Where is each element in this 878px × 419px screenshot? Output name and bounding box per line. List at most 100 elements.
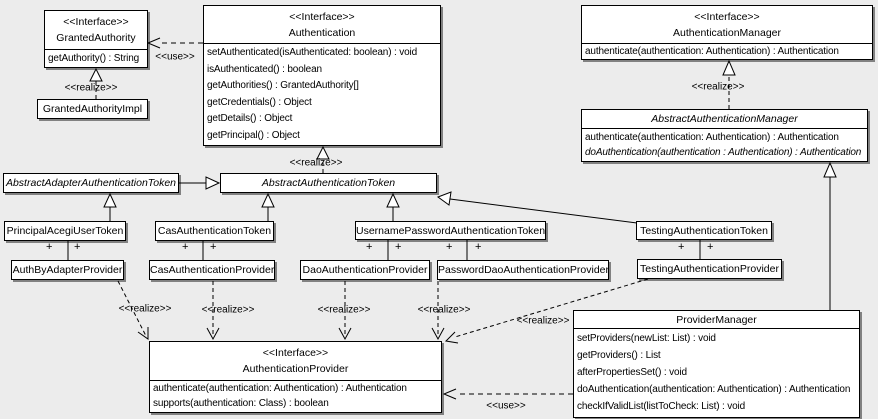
class-header: AbstractAuthenticationManager	[582, 110, 867, 129]
class-username-password-authentication-token: UsernamePasswordAuthenticationToken	[355, 221, 546, 240]
association-end-label: +	[46, 241, 53, 253]
class-header: <<Interface>> GrantedAuthority	[45, 11, 147, 50]
edge-label-realize: <<realize>>	[201, 304, 255, 316]
edge-label-realize: <<realize>>	[118, 303, 172, 315]
class-provider-manager: ProviderManager setProviders(newList: Li…	[573, 310, 860, 418]
class-name: PasswordDaoAuthenticationProvider	[438, 264, 609, 276]
method: authenticate(authentication: Authenticat…	[153, 383, 407, 395]
class-name: GrantedAuthority	[56, 32, 136, 44]
edge-label-realize: <<realize>>	[64, 82, 118, 94]
class-testing-authentication-token: TestingAuthenticationToken	[636, 221, 772, 240]
association-end-label: +	[366, 241, 373, 253]
class-name: CasAuthenticationToken	[157, 225, 272, 237]
class-header: <<Interface>> Authentication	[204, 6, 440, 44]
method: authenticate(authentication: Authenticat…	[585, 45, 839, 57]
class-name: AbstractAuthenticationManager	[651, 113, 798, 125]
class-granted-authority: <<Interface>> GrantedAuthority getAuthor…	[44, 10, 148, 68]
class-name: UsernamePasswordAuthenticationToken	[356, 224, 546, 237]
stereotype-label: <<Interface>>	[262, 347, 329, 359]
class-name: PrincipalAcegiUserToken	[6, 225, 124, 237]
class-header: <<Interface>> AuthenticationProvider	[150, 342, 441, 381]
class-name: AbstractAuthenticationToken	[261, 177, 396, 189]
methods-compartment: setProviders(newList: List) : void getPr…	[574, 329, 859, 417]
method: doAuthentication(authentication : Authen…	[585, 146, 862, 158]
edge-realize-daoauthenticationprovider	[338, 281, 352, 341]
class-name: TestingAuthenticationProvider	[640, 263, 779, 275]
class-cas-authentication-token: CasAuthenticationToken	[155, 221, 274, 241]
class-granted-authority-impl: GrantedAuthorityImpl	[37, 99, 148, 119]
edge-label-realize: <<realize>>	[317, 304, 371, 316]
class-name: TestingAuthenticationToken	[640, 224, 768, 237]
edge-label-realize: <<realize>>	[691, 81, 745, 93]
class-password-dao-authentication-provider: PasswordDaoAuthenticationProvider	[437, 260, 609, 280]
edge-use-providermanager-to-authenticationprovider	[442, 388, 573, 400]
methods-compartment: authenticate(authentication: Authenticat…	[150, 381, 441, 412]
class-abstract-authentication-token: AbstractAuthenticationToken	[220, 173, 437, 193]
methods-compartment: authenticate(authentication: Authenticat…	[582, 44, 872, 59]
class-authentication: <<Interface>> Authentication setAuthenti…	[203, 5, 441, 146]
association-end-label: +	[446, 241, 453, 253]
association-end-label: +	[210, 241, 217, 253]
method: doAuthentication(authentication: Authent…	[577, 384, 851, 396]
edge-generalization-casauthenticationtoken	[261, 192, 275, 221]
edge-label-use: <<use>>	[486, 400, 526, 412]
method: getPrincipal() : Object	[207, 129, 300, 141]
class-name: GrantedAuthorityImpl	[42, 103, 143, 115]
method: getProviders() : List	[577, 349, 661, 361]
class-header: <<Interface>> AuthenticationManager	[582, 6, 872, 44]
method: authenticate(authentication: Authenticat…	[585, 131, 839, 143]
methods-compartment: authenticate(authentication: Authenticat…	[582, 129, 867, 161]
method: getAuthorities() : GrantedAuthority[]	[207, 80, 359, 92]
edge-label-realize: <<realize>>	[289, 157, 343, 169]
method: afterPropertiesSet() : void	[577, 366, 687, 378]
edge-generalization-principalacegiusertoken	[103, 192, 117, 221]
class-testing-authentication-provider: TestingAuthenticationProvider	[637, 259, 782, 279]
class-name: ProviderManager	[676, 313, 757, 326]
edge-realize-abstractauthenticationtoken	[316, 145, 330, 173]
method: checkIfValidList(listToCheck: List) : vo…	[577, 401, 746, 413]
class-name: AuthenticationManager	[673, 26, 781, 39]
edge-generalization-abstractadapter-to-abstracttoken	[179, 176, 221, 190]
class-name: AbstractAdapterAuthenticationToken	[5, 177, 177, 189]
class-name: Authentication	[288, 26, 356, 39]
method: getAuthority() : String	[48, 52, 140, 64]
association-end-label: +	[74, 241, 81, 253]
association-end-label: +	[678, 241, 685, 253]
class-authentication-manager: <<Interface>> AuthenticationManager auth…	[581, 5, 873, 60]
edge-realize-casauthenticationprovider	[206, 281, 220, 341]
edge-generalization-testingauthenticationtoken	[436, 191, 638, 224]
edge-realize-authbyadapterprovider	[117, 280, 149, 340]
edge-generalization-usernamepasswordtoken	[386, 192, 400, 221]
class-name: DaoAuthenticationProvider	[302, 264, 428, 276]
edge-generalization-providermanager	[823, 161, 837, 310]
class-name: AuthenticationProvider	[242, 363, 349, 375]
class-cas-authentication-provider: CasAuthenticationProvider	[149, 260, 275, 280]
class-name: CasAuthenticationProvider	[150, 264, 275, 276]
method: getDetails() : Object	[207, 113, 293, 125]
stereotype-label: <<Interface>>	[63, 16, 129, 28]
edge-realize-grantedauthorityimpl	[89, 67, 103, 99]
stereotype-label: <<Interface>>	[694, 10, 760, 23]
method: getCredentials() : Object	[207, 96, 312, 108]
association-end-label: +	[182, 241, 189, 253]
edge-label-realize: <<realize>>	[417, 304, 471, 316]
method: setAuthenticated(isAuthenticated: boolea…	[207, 47, 418, 59]
class-header: ProviderManager	[574, 311, 859, 329]
edge-label-use: <<use>>	[155, 51, 195, 63]
class-abstract-authentication-manager: AbstractAuthenticationManager authentica…	[581, 109, 868, 162]
class-authentication-provider: <<Interface>> AuthenticationProvider aut…	[149, 341, 442, 413]
method: setProviders(newList: List) : void	[577, 332, 716, 344]
association-end-label: +	[395, 241, 402, 253]
stereotype-label: <<Interface>>	[289, 10, 355, 23]
association-end-label: +	[475, 241, 482, 253]
class-dao-authentication-provider: DaoAuthenticationProvider	[300, 260, 430, 280]
class-abstract-adapter-authentication-token: AbstractAdapterAuthenticationToken	[3, 173, 179, 193]
method: isAuthenticated() : boolean	[207, 63, 322, 75]
edge-realize-passworddaoauthenticationprovider	[431, 281, 445, 341]
class-name: AuthByAdapterProvider	[12, 264, 123, 276]
edge-label-realize: <<realize>>	[516, 315, 570, 327]
method: supports(authentication: Class) : boolea…	[153, 397, 329, 409]
association-end-label: +	[707, 241, 714, 253]
edge-realize-abstractauthenticationmanager	[722, 59, 736, 109]
